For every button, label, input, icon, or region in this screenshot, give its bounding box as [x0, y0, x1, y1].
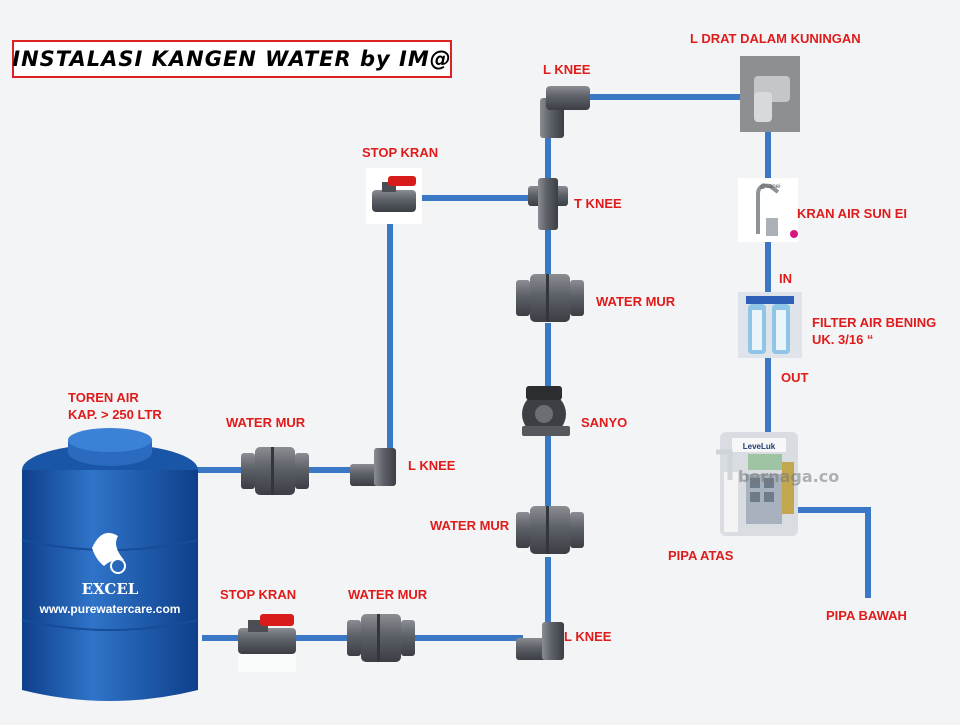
- sanyo-pump: [522, 386, 570, 436]
- brass-elbow-fitting: [740, 56, 800, 132]
- label-stop-kran-top: STOP KRAN: [362, 145, 439, 160]
- water-mur-union-mid: [516, 506, 584, 554]
- label-stop-kran-bottom: STOP KRAN: [220, 587, 297, 602]
- title-box: INSTALASI KANGEN WATER by IM@: [12, 40, 452, 78]
- t-knee: [528, 178, 568, 230]
- stop-valve-bottom: [238, 614, 296, 672]
- ionizer-brand: LeveLuk: [743, 442, 776, 451]
- label-kran-air: KRAN AIR SUN EI: [797, 206, 908, 221]
- diagram-title: INSTALASI KANGEN WATER by IM@: [12, 47, 452, 71]
- label-water-mur-bottom: WATER MUR: [348, 587, 428, 602]
- label-water-mur-mid: WATER MUR: [430, 518, 510, 533]
- label-l-knee-left: L KNEE: [408, 458, 456, 473]
- water-tank: EXCEL www.purewatercare.com: [21, 428, 199, 701]
- label-l-drat: L DRAT DALAM KUNINGAN: [690, 31, 861, 46]
- label-water-mur-right: WATER MUR: [596, 294, 676, 309]
- tank-website: www.purewatercare.com: [39, 602, 181, 616]
- faucet-mark: @sanei: [760, 184, 780, 190]
- water-ionizer: LeveLuk: [716, 432, 798, 536]
- label-in: IN: [779, 271, 792, 286]
- l-knee-top: [540, 86, 590, 138]
- watermark: bernaga.co: [738, 467, 839, 486]
- l-knee-bottom: [516, 622, 564, 660]
- label-out: OUT: [781, 370, 809, 385]
- label-filter-line1: FILTER AIR BENING: [812, 315, 937, 330]
- filter-housing: [738, 292, 802, 358]
- water-mur-union-left: [241, 447, 309, 495]
- label-water-mur-left: WATER MUR: [226, 415, 306, 430]
- label-filter-line2: UK. 3/16 “: [812, 332, 874, 347]
- label-pipa-atas: PIPA ATAS: [668, 548, 734, 563]
- label-sanyo: SANYO: [581, 415, 628, 430]
- label-toren-line2: KAP. > 250 LTR: [68, 407, 162, 422]
- label-pipa-bawah: PIPA BAWAH: [826, 608, 907, 623]
- water-mur-union-bottom: [347, 614, 415, 662]
- label-toren-line1: TOREN AIR: [68, 390, 139, 405]
- stop-valve-top: [366, 168, 422, 224]
- water-mur-union-upper: [516, 274, 584, 322]
- pipe-network: [189, 94, 871, 641]
- l-knee-left: [350, 448, 396, 486]
- label-l-knee-bottom: L KNEE: [564, 629, 612, 644]
- tank-brand: EXCEL: [82, 580, 139, 598]
- dolphin-logo-icon: [92, 532, 126, 574]
- label-t-knee: T KNEE: [574, 196, 622, 211]
- label-l-knee-top: L KNEE: [543, 62, 591, 77]
- faucet-sun-ei: @sanei: [738, 178, 798, 242]
